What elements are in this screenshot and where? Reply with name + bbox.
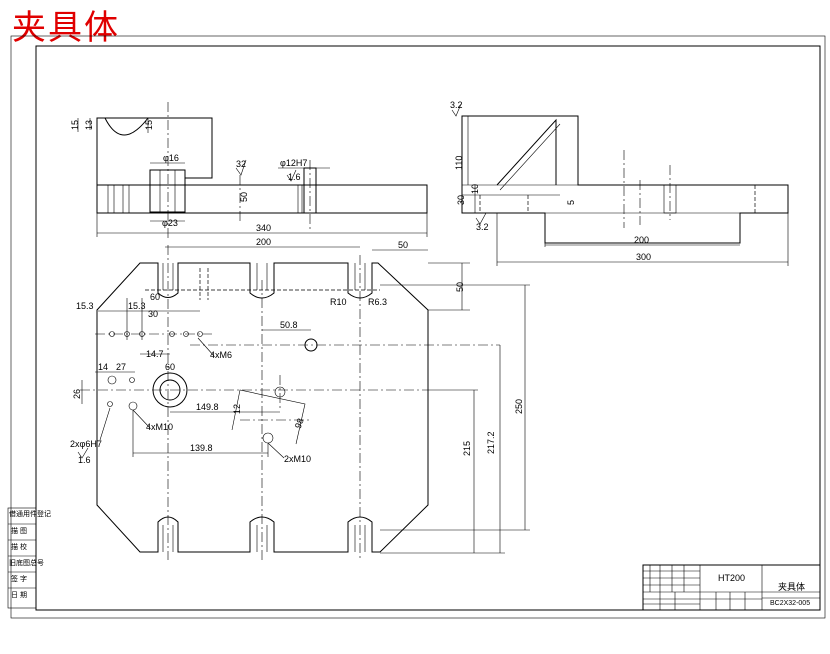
dim-front-phi23: φ23 bbox=[162, 218, 178, 228]
dim-plan-14: 14 bbox=[98, 362, 108, 372]
dim-front-phi16: φ16 bbox=[163, 153, 179, 163]
dim-plan-2xphi6h7: 2xφ6H7 bbox=[70, 439, 102, 449]
side-label-5: 日 期 bbox=[11, 591, 27, 599]
dim-plan-r6-3: R6.3 bbox=[368, 297, 387, 307]
dim-plan-60b: 60 bbox=[165, 362, 175, 372]
dim-plan-50-top: 50 bbox=[398, 240, 408, 250]
dim-plan-4xm10: 4xM10 bbox=[146, 422, 173, 432]
dim-plan-139-8: 139.8 bbox=[190, 443, 213, 453]
plan-view: 200 50 50 R10 R6.3 15.3 15.3 30 60 4xM6 … bbox=[70, 237, 530, 560]
dim-plan-2xm10: 2xM10 bbox=[284, 454, 311, 464]
dim-front-15b: 15 bbox=[144, 120, 154, 130]
dim-plan-50-8: 50.8 bbox=[280, 320, 298, 330]
dim-plan-60a: 60 bbox=[150, 292, 160, 302]
outer-border bbox=[10, 35, 826, 619]
side-label-0: 借通用件登记 bbox=[9, 509, 51, 518]
dim-plan-12: 12 bbox=[232, 404, 242, 414]
side-label-3: 旧底图总号 bbox=[9, 558, 44, 567]
dim-plan-30: 30 bbox=[148, 309, 158, 319]
dim-side-5: 5 bbox=[566, 200, 576, 205]
dim-side-110: 110 bbox=[454, 156, 464, 170]
drawing-number-text: BC2X32-005 bbox=[770, 600, 810, 607]
dim-plan-27: 27 bbox=[116, 362, 126, 372]
dim-front-phi12h7: φ12H7 bbox=[280, 158, 307, 168]
dim-plan-215: 215 bbox=[462, 441, 472, 456]
dim-side-3-2-top: 3.2 bbox=[450, 100, 463, 110]
dim-side-3-2-bottom: 3.2 bbox=[476, 222, 489, 232]
dim-plan-1-6: 1.6 bbox=[78, 455, 91, 465]
side-label-2: 描 校 bbox=[11, 542, 27, 551]
dim-plan-15-3b: 15.3 bbox=[128, 301, 146, 311]
dim-plan-50-side: 50 bbox=[455, 282, 465, 292]
left-record-block: 借通用件登记 描 图 描 校 旧底图总号 签 字 日 期 bbox=[7, 507, 51, 609]
side-label-4: 签 字 bbox=[11, 574, 27, 583]
dim-front-50: 50 bbox=[239, 192, 249, 202]
title-block: HT200 夹具体 BC2X32-005 bbox=[642, 564, 821, 611]
material-text: HT200 bbox=[718, 573, 745, 583]
side-label-1: 描 图 bbox=[11, 526, 27, 535]
dim-plan-15-3a: 15.3 bbox=[76, 301, 94, 311]
dim-front-1-6: 1.6 bbox=[288, 172, 301, 182]
dim-plan-14-7: 14.7 bbox=[146, 349, 164, 359]
dim-side-300: 300 bbox=[636, 252, 651, 262]
dim-plan-r10: R10 bbox=[330, 297, 347, 307]
part-name-text: 夹具体 bbox=[778, 581, 805, 592]
dim-side-30: 30 bbox=[456, 195, 466, 205]
dim-plan-98: 98 bbox=[293, 417, 306, 430]
front-view: 340 15 13 15 φ16 32 φ12H7 1.6 50 φ23 bbox=[70, 102, 428, 240]
dim-plan-217-2: 217.2 bbox=[486, 431, 496, 454]
dim-front-15a: 15 bbox=[70, 120, 80, 130]
dim-plan-200: 200 bbox=[256, 237, 271, 247]
dim-plan-250: 250 bbox=[514, 399, 524, 414]
inner-frame bbox=[35, 45, 821, 611]
dim-front-32: 32 bbox=[236, 159, 246, 169]
side-view: 3.2 110 10 30 5 3.2 200 300 bbox=[450, 100, 789, 266]
dim-plan-149-8: 149.8 bbox=[196, 402, 219, 412]
dim-plan-26: 26 bbox=[72, 389, 82, 399]
dim-side-200: 200 bbox=[634, 235, 649, 245]
dim-plan-4xm6: 4xM6 bbox=[210, 350, 232, 360]
dim-front-13: 13 bbox=[84, 120, 94, 130]
dim-front-340: 340 bbox=[256, 223, 271, 233]
drawing-title: 夹具体 bbox=[12, 8, 120, 48]
